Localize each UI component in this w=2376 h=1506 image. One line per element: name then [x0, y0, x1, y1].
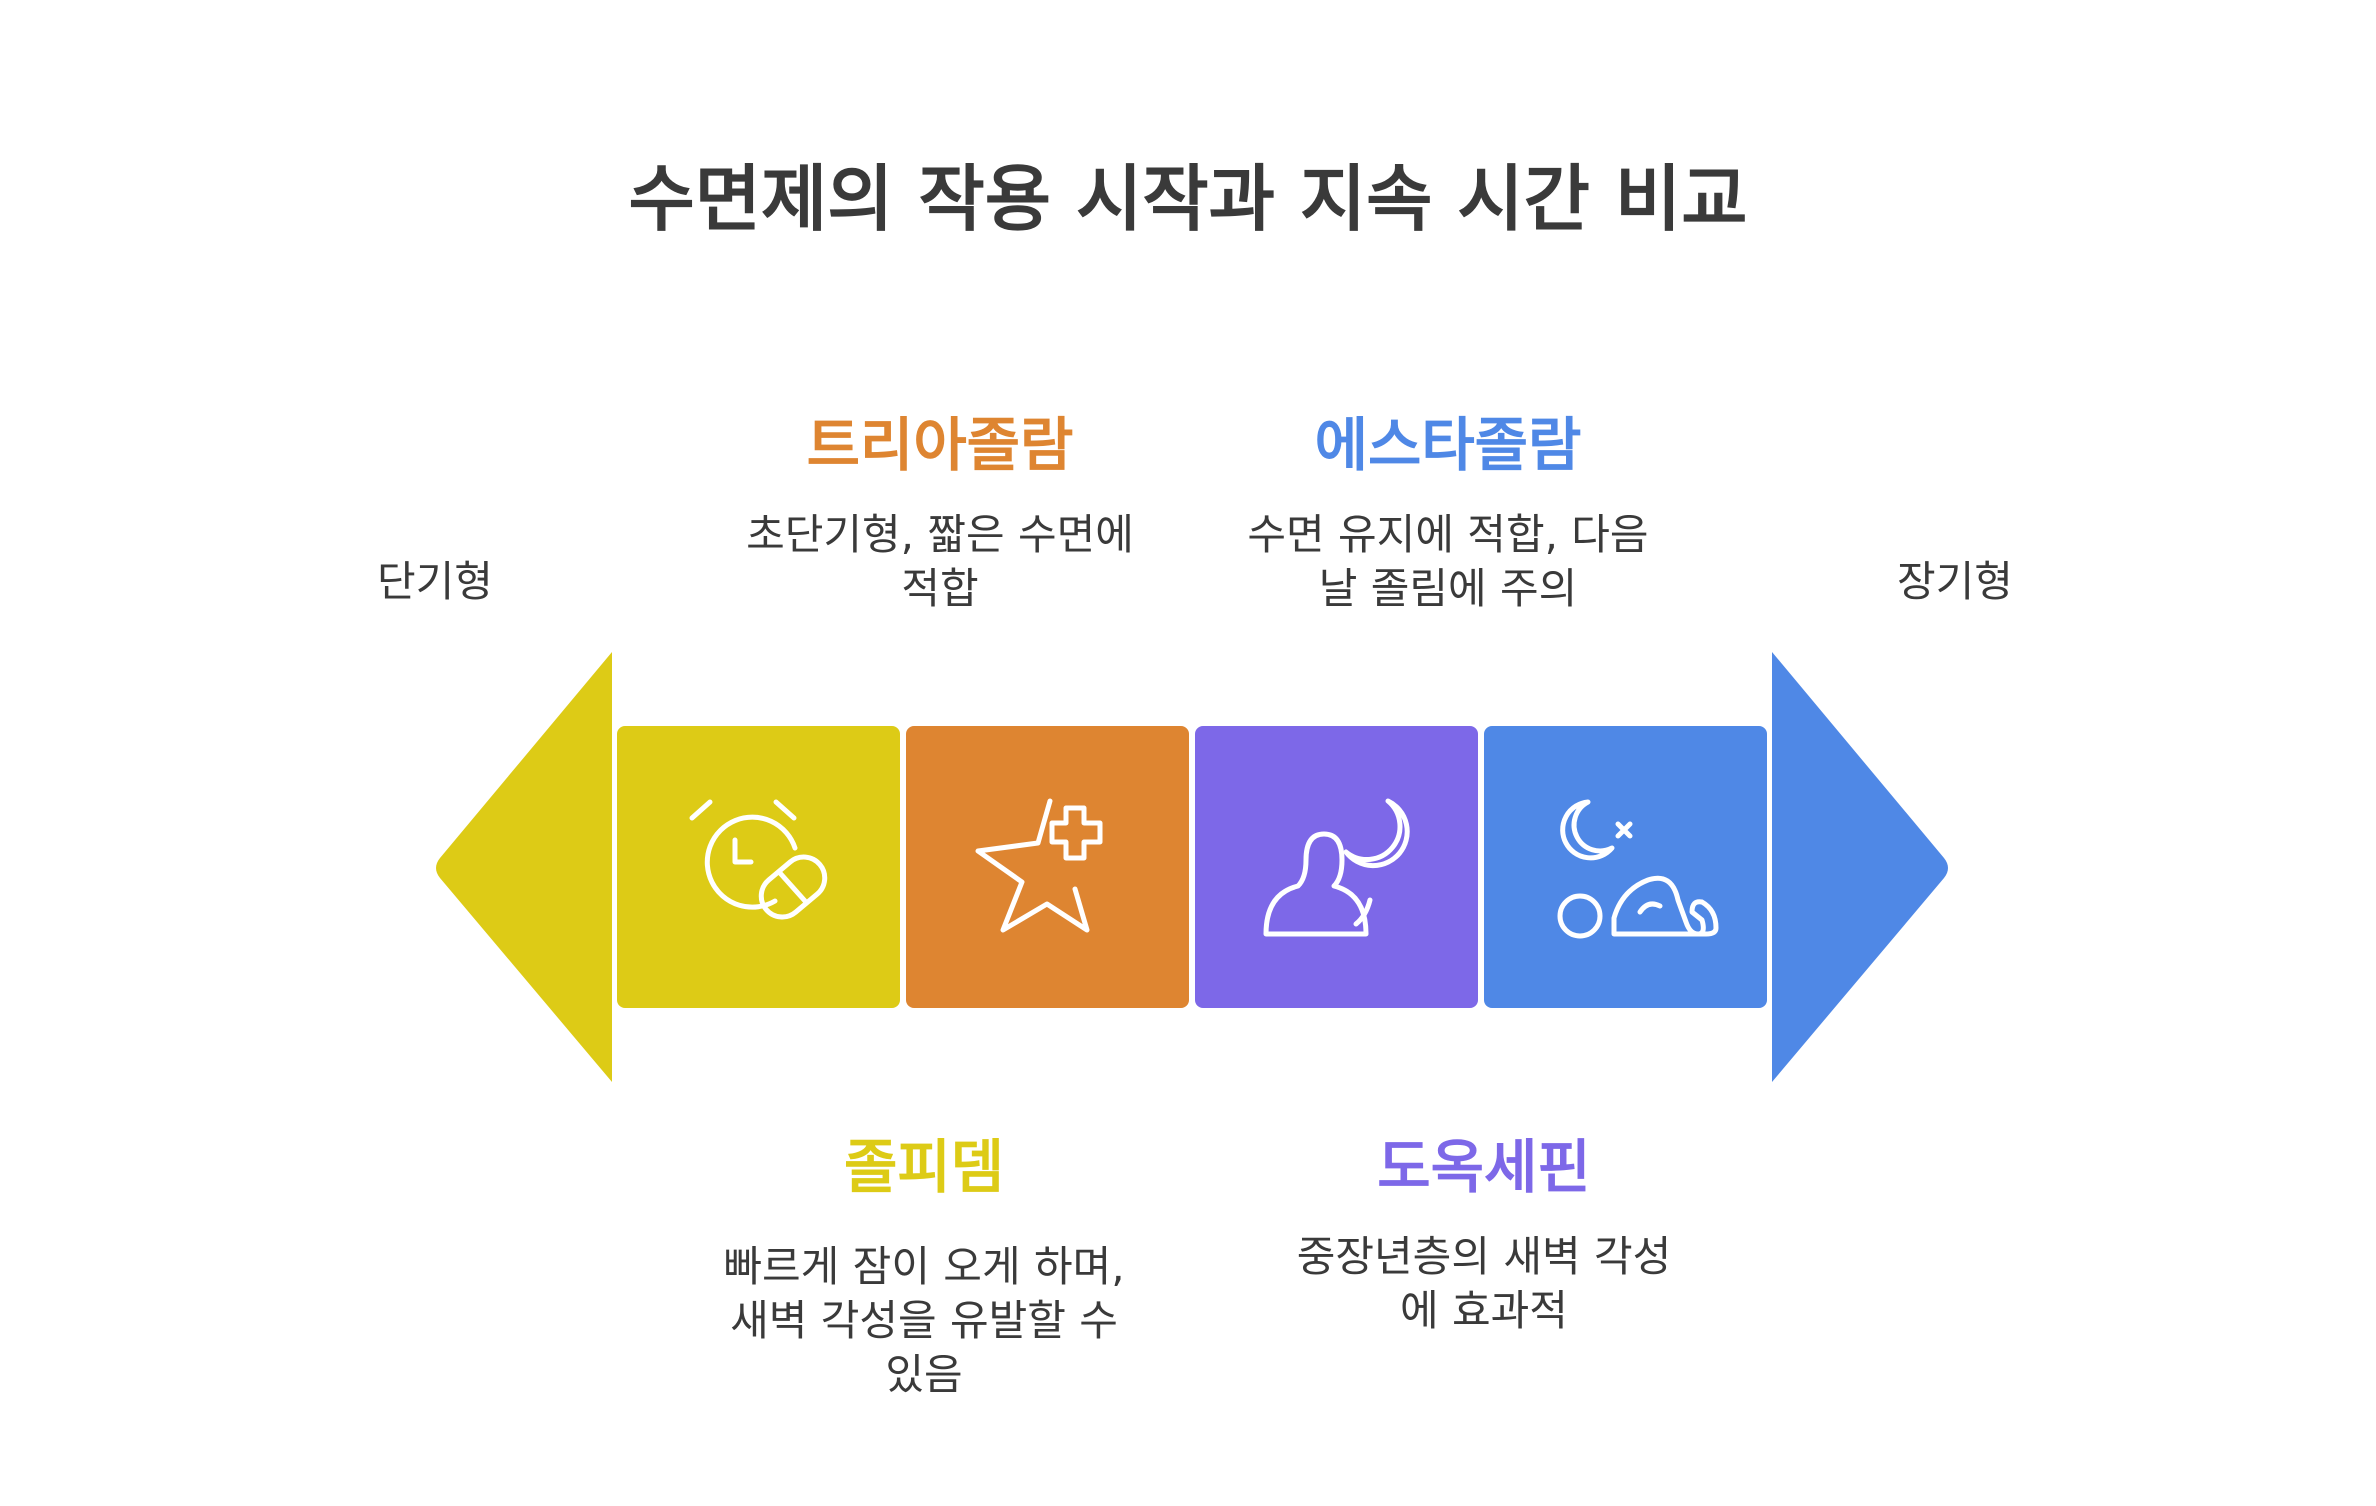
drug-desc-line: 에 효과적 [1400, 1286, 1568, 1335]
block-doxepin [1484, 726, 1767, 1008]
short-acting-label: 단기형 [377, 557, 493, 606]
page-title: 수면제의 작용 시작과 지속 시간 비교 [628, 157, 1748, 241]
drug-desc-line: 초단기형, 짧은 수면에 [746, 510, 1134, 559]
long-acting-label: 장기형 [1897, 557, 2013, 606]
drug-desc-line: 수면 유지에 적합, 다음 [1247, 510, 1649, 559]
block-zolpidem [617, 726, 900, 1008]
drug-name-zolpidem: 졸피뎀 [843, 1133, 1005, 1201]
moon-sleeping-person-icon [1557, 799, 1719, 939]
block-triazolam [906, 726, 1189, 1008]
drug-desc-zolpidem: 빠르게 잠이 오게 하며, 새벽 각성을 유발할 수 있음 [644, 1240, 1204, 1402]
block-estazolam [1195, 726, 1478, 1008]
drug-desc-triazolam: 초단기형, 짧은 수면에 적합 [660, 508, 1220, 616]
right-arrowhead [1772, 652, 1948, 1082]
drug-desc-line: 날 졸림에 주의 [1318, 564, 1578, 613]
drug-name-doxepin: 도옥세핀 [1377, 1133, 1591, 1201]
drug-desc-line: 새벽 각성을 유발할 수 [730, 1296, 1118, 1345]
drug-desc-doxepin: 중장년층의 새벽 각성 에 효과적 [1204, 1230, 1764, 1338]
drug-name-triazolam: 트리아졸람 [806, 411, 1074, 479]
drug-desc-line: 있음 [885, 1350, 963, 1399]
person-moon-icon [1263, 798, 1410, 937]
alarm-clock-pill-icon [689, 799, 828, 920]
drug-desc-line: 적합 [901, 564, 979, 613]
left-arrowhead [436, 652, 612, 1082]
drug-desc-line: 빠르게 잠이 오게 하며, [723, 1242, 1125, 1291]
drug-desc-line: 중장년층의 새벽 각성 [1296, 1232, 1672, 1281]
star-plus-icon [975, 798, 1103, 933]
drug-desc-estazolam: 수면 유지에 적합, 다음 날 졸림에 주의 [1168, 508, 1728, 616]
drug-name-estazolam: 에스타졸람 [1314, 411, 1582, 479]
